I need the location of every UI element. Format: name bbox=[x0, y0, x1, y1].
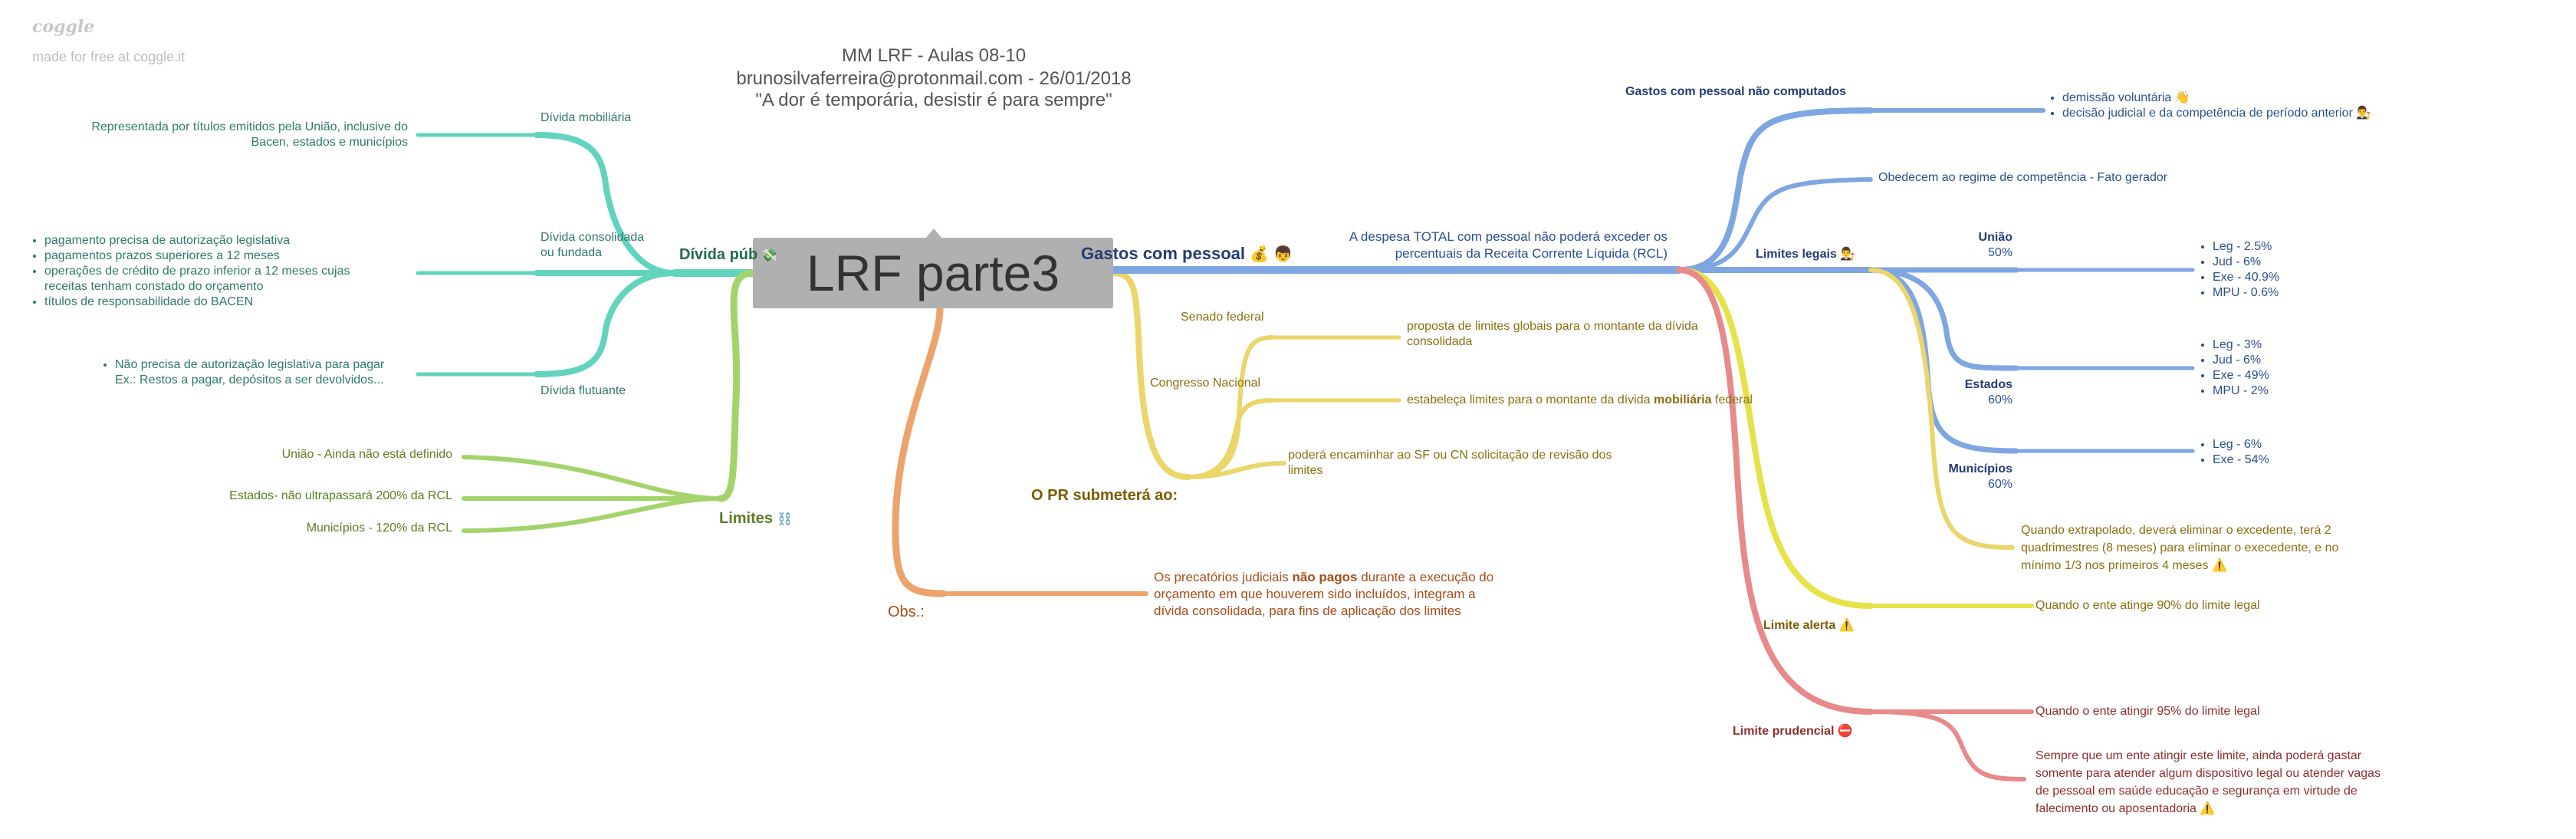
regime-competencia-text[interactable]: Obedecem ao regime de competência - Fato… bbox=[1878, 171, 2168, 184]
obs-node[interactable]: Obs.: bbox=[888, 604, 925, 620]
judge-icon: 👨‍⚖️ bbox=[2356, 107, 2372, 120]
divida-publica-node[interactable]: Dívida púb 💸 bbox=[679, 245, 777, 265]
nao-computados-list[interactable]: demissão voluntária 👋 decisão judicial e… bbox=[2049, 90, 2371, 121]
central-topic-node[interactable]: LRF parte3 bbox=[753, 238, 1113, 308]
header-author: brunosilvaferreira@protonmail.com - 26/0… bbox=[736, 68, 1132, 89]
limites-estados[interactable]: Estados- não ultrapassará 200% da RCL bbox=[229, 489, 452, 502]
list-item: Leg - 3% bbox=[2213, 337, 2269, 353]
despesa-total-text[interactable]: A despesa TOTAL com pessoal não poderá e… bbox=[1349, 229, 1668, 261]
limite-alerta-node[interactable]: Limite alerta ⚠️ bbox=[1763, 619, 1855, 632]
divida-mobiliaria-node[interactable]: Dívida mobiliária bbox=[540, 111, 632, 124]
waving-hand-icon: 👋 bbox=[2174, 91, 2190, 104]
list-item: Leg - 6% bbox=[2213, 437, 2269, 452]
divida-mobiliaria-desc[interactable]: Representada por títulos emitidos pela U… bbox=[91, 120, 408, 149]
limites-label: Limites bbox=[719, 510, 774, 527]
limite-prudencial-note[interactable]: Sempre que um ente atingir este limite, … bbox=[2036, 749, 2381, 815]
list-item: Exe - 54% bbox=[2213, 452, 2269, 468]
divida-publica-label: Dívida púb bbox=[679, 246, 758, 263]
list-item: operações de crédito de prazo inferior a… bbox=[44, 264, 350, 294]
person-icon: 👦 bbox=[1273, 246, 1293, 263]
no-entry-icon: ⛔ bbox=[1837, 725, 1853, 738]
header-title: MM LRF - Aulas 08-10 bbox=[841, 45, 1027, 66]
revisao-limites-text[interactable]: poderá encaminhar ao SF ou CN solicitaçã… bbox=[1288, 449, 1612, 477]
judge-icon: 👨‍⚖️ bbox=[1840, 248, 1856, 261]
estados-list[interactable]: Leg - 3% Jud - 6% Exe - 49% MPU - 2% bbox=[2199, 337, 2269, 399]
congresso-nacional-node[interactable]: Congresso Nacional bbox=[1150, 377, 1261, 390]
list-item: títulos de responsabilidade do BACEN bbox=[44, 294, 350, 310]
list-item: pagamentos prazos superiores a 12 meses bbox=[44, 248, 350, 264]
limite-prudencial-node[interactable]: Limite prudencial ⛔ bbox=[1733, 725, 1853, 738]
made-with-coggle-link[interactable]: made for free at coggle.it bbox=[32, 49, 186, 64]
pr-submetera-node[interactable]: O PR submeterá ao: bbox=[1031, 487, 1178, 504]
congresso-limites-text[interactable]: estabeleça limites para o montante da dí… bbox=[1407, 393, 1753, 406]
list-item: decisão judicial e da competência de per… bbox=[2062, 106, 2371, 121]
limites-uniao[interactable]: União - Ainda não está definido bbox=[281, 448, 452, 461]
limite-alerta-text[interactable]: Quando o ente atinge 90% do limite legal bbox=[2036, 599, 2260, 612]
list-item: Jud - 6% bbox=[2213, 255, 2279, 270]
list-item: Exe - 49% bbox=[2213, 368, 2269, 383]
collapse-arrow[interactable] bbox=[926, 229, 941, 238]
list-item: Leg - 2.5% bbox=[2213, 239, 2279, 255]
limites-municipios[interactable]: Municípios - 120% da RCL bbox=[306, 521, 452, 535]
divida-flutuante-node[interactable]: Dívida flutuante bbox=[540, 384, 626, 397]
uniao-node[interactable]: União 50% bbox=[1978, 231, 2013, 259]
money-bag-icon: 💰 bbox=[1250, 246, 1270, 263]
list-item: Exe - 40.9% bbox=[2213, 270, 2279, 285]
limites-node[interactable]: Limites ⛓️ bbox=[719, 509, 793, 529]
nao-computados-node[interactable]: Gastos com pessoal não computados bbox=[1625, 85, 1847, 98]
list-item: MPU - 0.6% bbox=[2213, 285, 2279, 301]
uniao-list[interactable]: Leg - 2.5% Jud - 6% Exe - 40.9% MPU - 0.… bbox=[2199, 239, 2279, 301]
central-topic-label: LRF parte3 bbox=[806, 245, 1060, 301]
municipios-node[interactable]: Municípios 60% bbox=[1948, 462, 2013, 491]
gastos-pessoal-node[interactable]: Gastos com pessoal 💰 👦 bbox=[1081, 244, 1293, 265]
limite-prudencial-text[interactable]: Quando o ente atingir 95% do limite lega… bbox=[2036, 705, 2260, 718]
warning-icon: ⚠️ bbox=[1838, 619, 1855, 632]
list-item: demissão voluntária 👋 bbox=[2062, 90, 2371, 106]
divida-consolidada-list[interactable]: pagamento precisa de autorização legisla… bbox=[31, 233, 350, 310]
money-with-wings-icon: 💸 bbox=[761, 249, 777, 262]
chains-icon: ⛓️ bbox=[777, 513, 793, 526]
list-item: Jud - 6% bbox=[2213, 353, 2269, 368]
divida-flutuante-list[interactable]: Não precisa de autorização legislativa p… bbox=[101, 357, 384, 388]
list-item: Não precisa de autorização legislativa p… bbox=[115, 357, 384, 388]
header-quote: "A dor é temporária, desistir é para sem… bbox=[755, 90, 1112, 110]
municipios-list[interactable]: Leg - 6% Exe - 54% bbox=[2199, 437, 2269, 468]
limites-legais-node[interactable]: Limites legais 👨‍⚖️ bbox=[1756, 248, 1856, 261]
warning-icon: ⚠️ bbox=[2211, 559, 2227, 572]
divida-consolidada-node[interactable]: Dívida consolidada ou fundada bbox=[540, 231, 645, 259]
senado-proposta-text[interactable]: proposta de limites globais para o monta… bbox=[1407, 320, 1698, 348]
warning-icon: ⚠️ bbox=[2200, 802, 2216, 815]
gastos-pessoal-label: Gastos com pessoal bbox=[1081, 244, 1245, 263]
obs-text[interactable]: Os precatórios judiciais não pagos duran… bbox=[1154, 570, 1494, 618]
list-item: pagamento precisa de autorização legisla… bbox=[44, 233, 350, 248]
senado-federal-node[interactable]: Senado federal bbox=[1181, 311, 1264, 324]
excedente-text[interactable]: Quando extrapolado, deverá eliminar o ex… bbox=[2021, 524, 2339, 572]
estados-node[interactable]: Estados 60% bbox=[1964, 378, 2013, 406]
list-item: MPU - 2% bbox=[2213, 383, 2269, 399]
coggle-logo[interactable]: coggle bbox=[32, 17, 95, 37]
